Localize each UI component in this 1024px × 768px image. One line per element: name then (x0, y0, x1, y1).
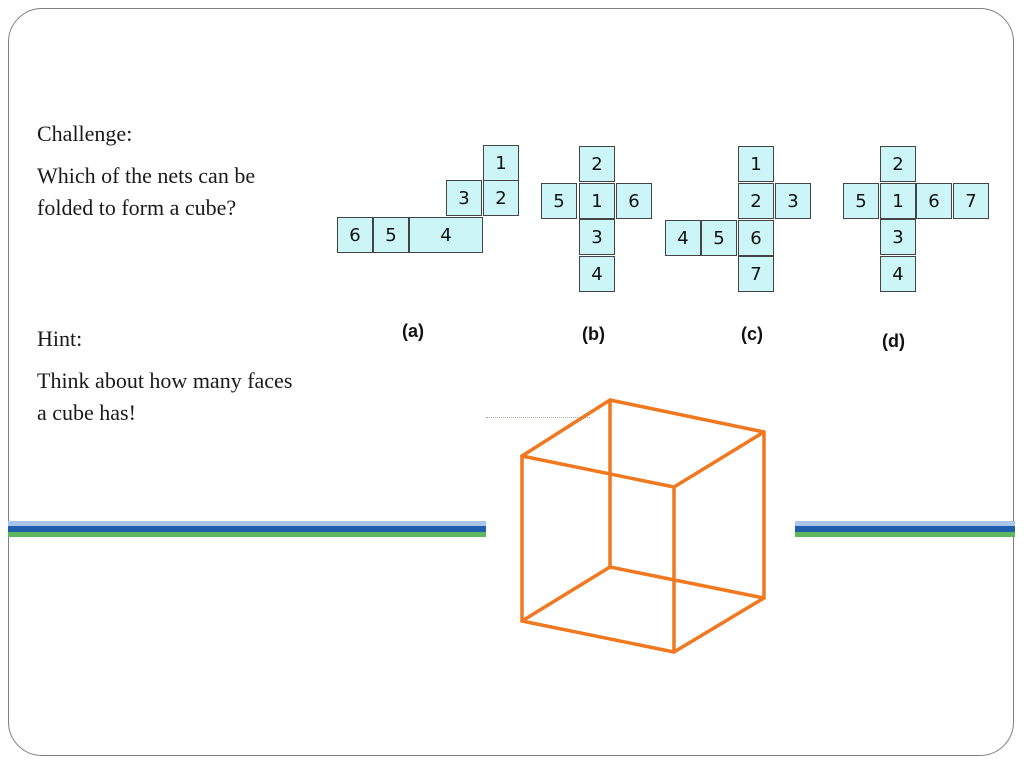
net-d-face: 1 (880, 183, 916, 219)
net-c-face: 6 (738, 220, 774, 256)
hint-label: Hint: (37, 326, 83, 351)
net-c-face: 5 (701, 220, 737, 256)
net-c-face: 4 (665, 220, 701, 256)
net-a-face: 1 (483, 145, 519, 181)
net-a-face: 6 (337, 217, 373, 253)
net-d-face: 2 (880, 146, 916, 182)
net-d-face: 7 (953, 183, 989, 219)
net-a-face: 5 (373, 217, 409, 253)
net-c-face: 7 (738, 256, 774, 292)
left-stripe-divider (8, 521, 486, 541)
net-b-label: (b) (582, 324, 605, 344)
net-b-face: 1 (579, 183, 615, 219)
net-a-face: 3 (446, 180, 482, 216)
net-b-face: 3 (579, 219, 615, 255)
net-b-face: 2 (579, 146, 615, 182)
net-d-face: 6 (916, 183, 952, 219)
cube-edge (672, 596, 766, 654)
wireframe-cube-icon (520, 398, 766, 654)
net-a-face: 2 (483, 180, 519, 216)
net-c-label: (c) (741, 324, 763, 344)
challenge-question: Which of the nets can be folded to form … (37, 163, 256, 220)
net-c-face: 1 (738, 146, 774, 182)
hint-text: Think about how many faces a cube has! (37, 368, 293, 425)
net-d-face: 4 (880, 256, 916, 292)
slide-frame (8, 8, 1014, 756)
net-d-face: 5 (843, 183, 879, 219)
net-d-face: 3 (880, 219, 916, 255)
cube-edge (520, 398, 612, 458)
dotted-line (486, 417, 590, 418)
cube-edge (520, 565, 612, 623)
net-c-face: 3 (775, 183, 811, 219)
challenge-label: Challenge: (37, 121, 133, 146)
cube-front-face (520, 454, 676, 654)
net-a-label: (a) (402, 321, 424, 341)
net-c-face: 2 (738, 183, 774, 219)
cube-edge (672, 430, 766, 489)
cube-back-face (608, 398, 766, 600)
net-b-face: 6 (616, 183, 652, 219)
net-b-face: 4 (579, 256, 615, 292)
net-a-face: 4 (409, 217, 483, 253)
net-b-face: 5 (541, 183, 577, 219)
net-d-label: (d) (882, 331, 905, 351)
right-stripe-divider (795, 521, 1015, 541)
